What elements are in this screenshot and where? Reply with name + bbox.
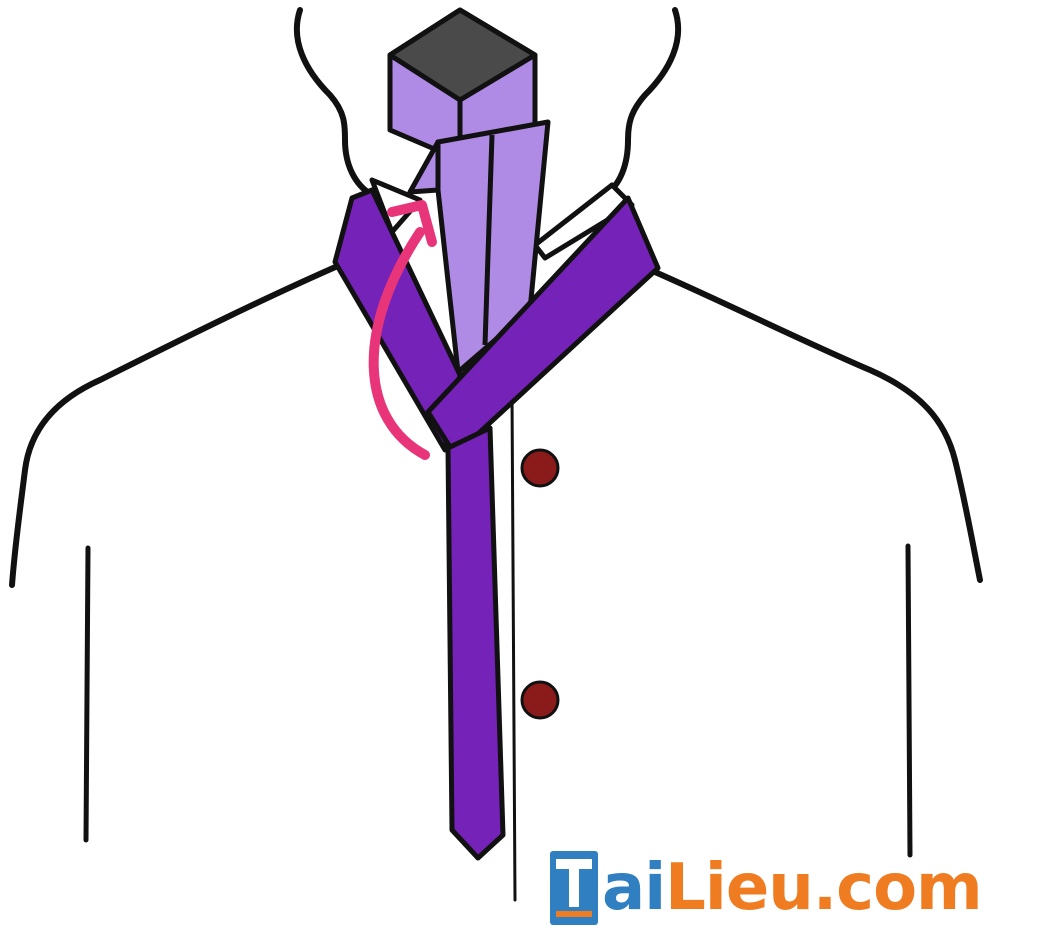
watermark-lieu: Lieu [665,856,813,920]
watermark-ai: ai [602,856,665,920]
tie-narrow-blade [448,428,503,858]
shirt-button-upper [522,450,558,486]
watermark-logo: TaiLieu.com ai Lieu .com [548,846,982,930]
watermark-domain: .com [813,856,982,920]
shirt-placket-line [512,395,515,900]
shirt-button-lower [522,682,558,718]
logo-t-icon [548,849,600,927]
left-sleeve-seam [86,548,88,840]
right-sleeve-seam [908,546,910,855]
